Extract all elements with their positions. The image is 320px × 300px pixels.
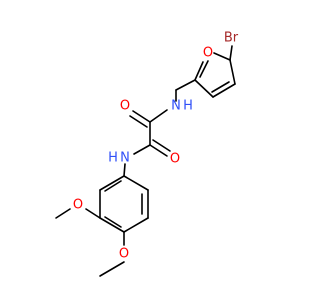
- bond-ar1: [123, 175, 149, 191]
- bond-carbonyl2-o-double: [152, 139, 171, 152]
- benzene-ring: [99, 175, 149, 233]
- bond-c4-c3: [212, 83, 236, 98]
- bond-c5-c4: [229, 59, 236, 85]
- atom-o-carbonyl-1: O: [120, 99, 130, 114]
- furan-ring: [194, 52, 236, 98]
- chemical-structure-diagram: Br O N H O O N H O O: [55, 31, 239, 277]
- bond-c3-c2: [194, 79, 214, 98]
- bond-c5-br: [229, 45, 233, 61]
- bond-n-carbonyl1: [149, 109, 168, 123]
- bond-ar6: [99, 175, 125, 191]
- bond-o-c5: [213, 52, 231, 61]
- bond-ar-o-methoxy1: [85, 208, 101, 219]
- bond-ar4: [99, 217, 125, 233]
- bond-carbonyl1-o: [132, 110, 151, 123]
- bond-c2-c1-double: [199, 60, 209, 78]
- bond-n-aryl: [123, 163, 126, 177]
- bond-c4-c3-double: [211, 81, 230, 93]
- atom-h-top: H: [183, 99, 193, 114]
- bond-o-methyl2: [99, 261, 125, 277]
- bond-ar-double-3: [104, 180, 122, 192]
- bond-ar-double-2: [104, 216, 122, 228]
- atom-o-methoxy-2: O: [119, 247, 129, 262]
- bond-carbonyl2-o: [149, 144, 168, 157]
- atom-br: Br: [224, 31, 239, 46]
- bond-o-methyl1: [55, 208, 71, 219]
- bond-c2-o: [194, 61, 204, 81]
- atom-o-furan: O: [203, 46, 213, 61]
- bond-carbonyl1-o-double: [129, 115, 148, 128]
- atom-n-top: N: [171, 99, 181, 114]
- atom-h-bottom: H: [108, 151, 118, 166]
- bond-c2-ch2: [175, 79, 196, 91]
- atom-o-methoxy-1: O: [73, 198, 83, 213]
- bond-ar3: [123, 217, 149, 233]
- atom-labels: Br O N H O O N H O O: [73, 31, 239, 262]
- bond-carbonyl2-n: [133, 144, 151, 155]
- atom-o-carbonyl-2: O: [170, 152, 180, 167]
- atom-n-bottom: N: [120, 151, 130, 166]
